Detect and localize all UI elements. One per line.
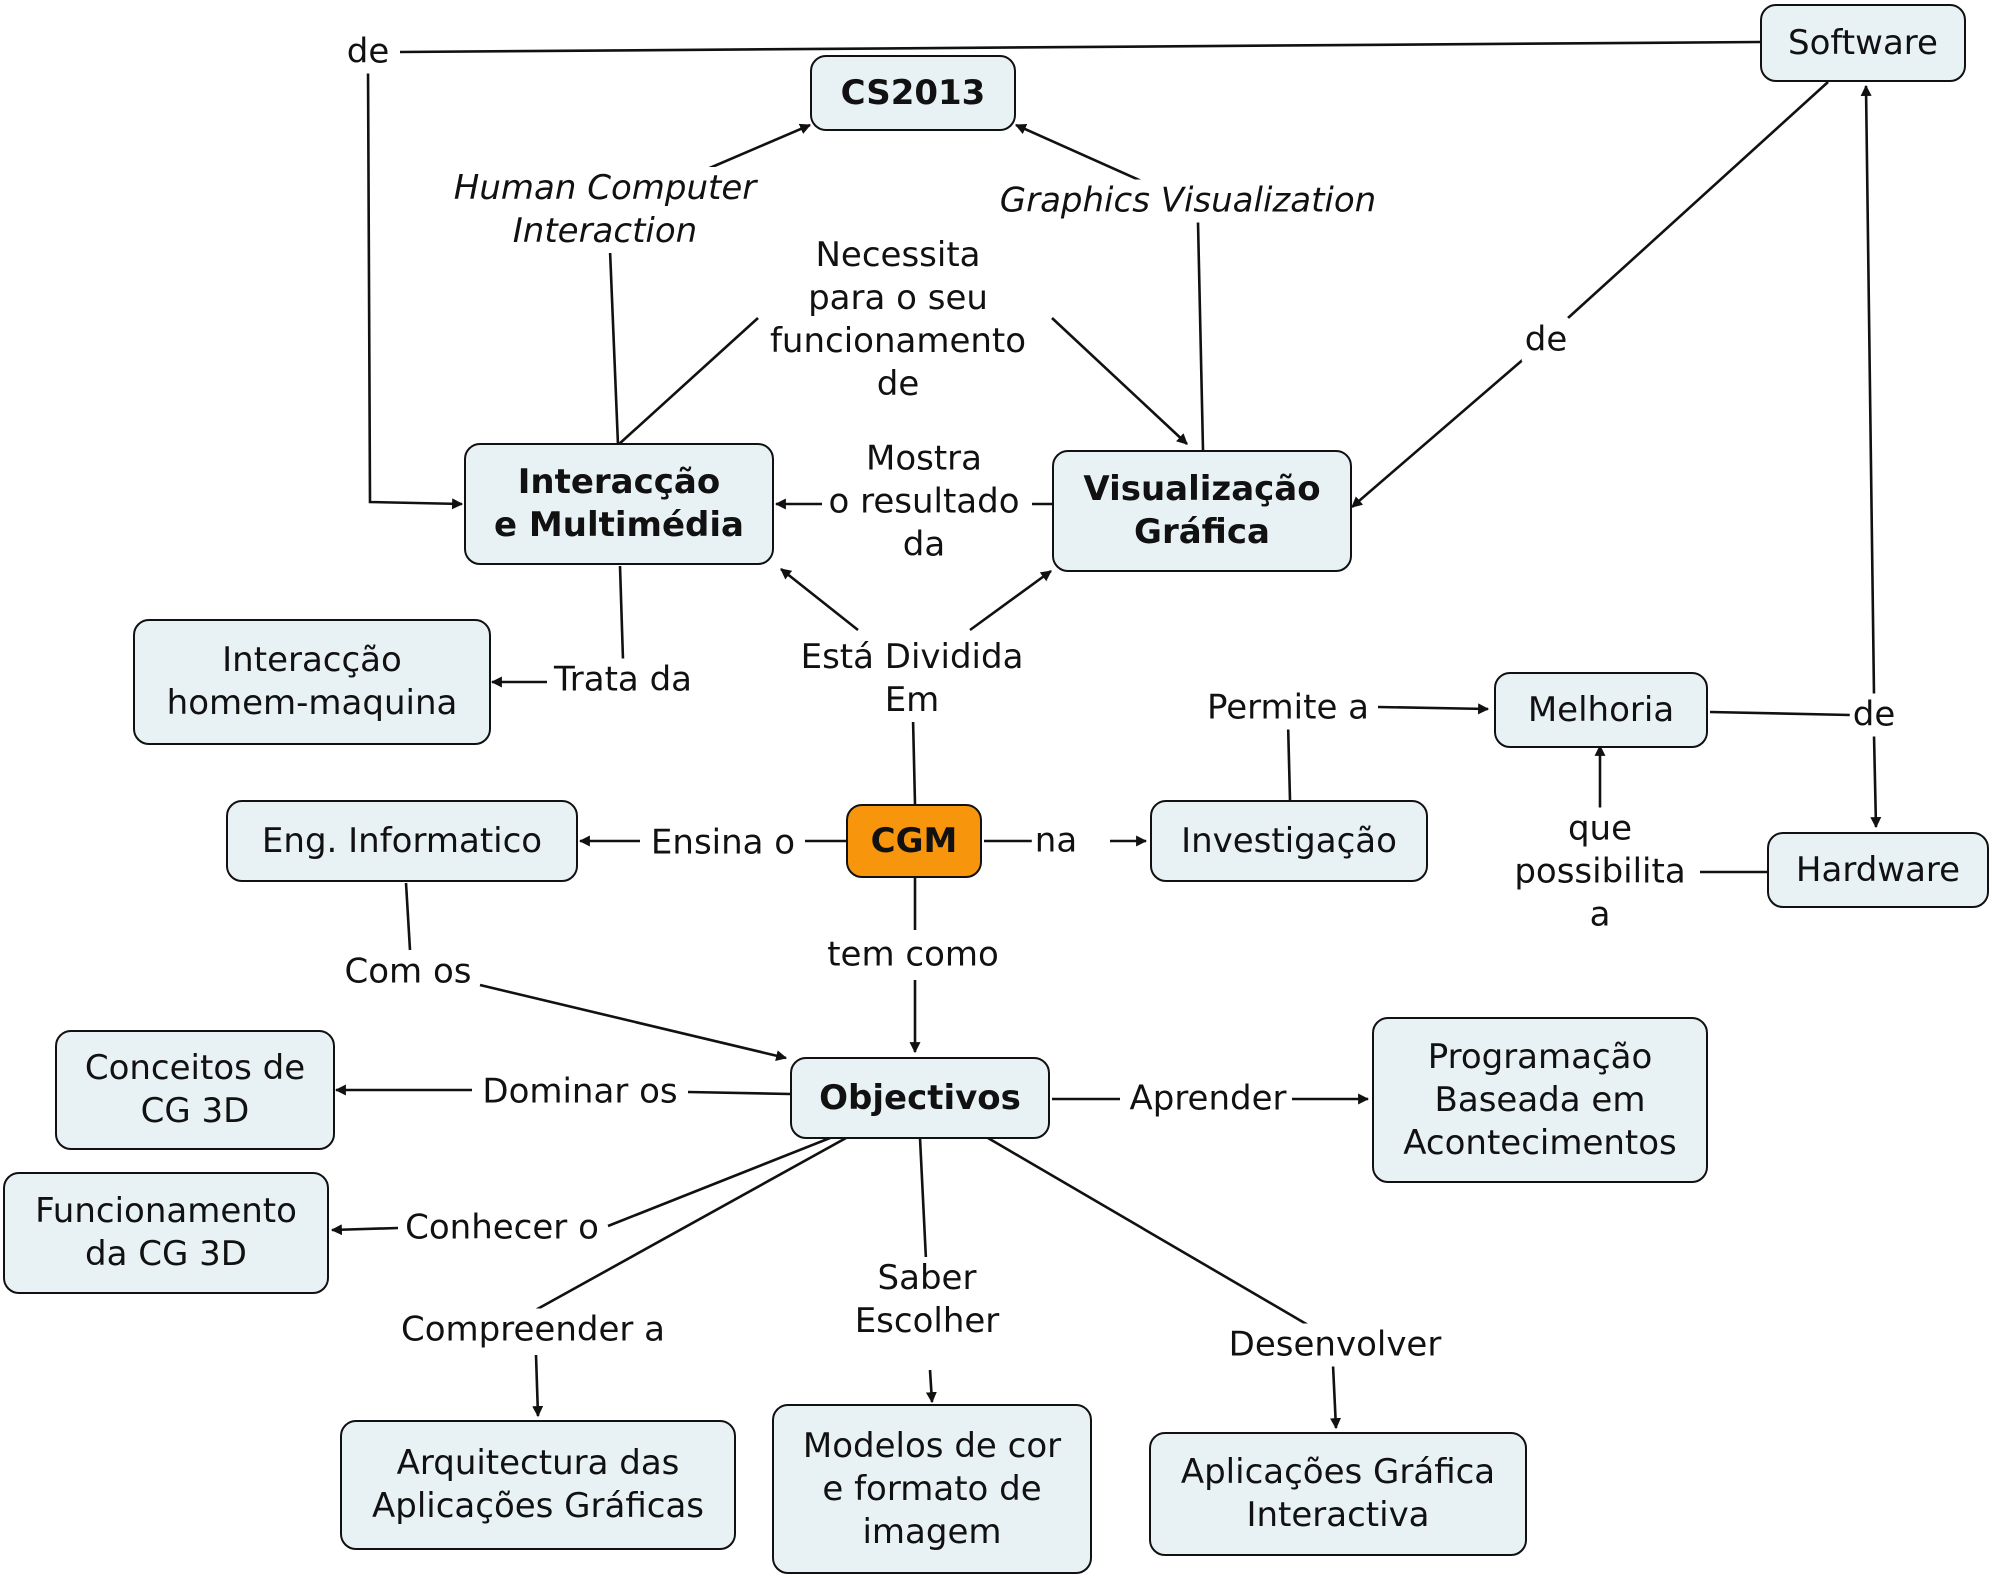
- link-na: na: [1031, 819, 1081, 863]
- link-de-software: de: [1521, 318, 1571, 362]
- link-esta-dividida: Está Dividida Em: [797, 636, 1027, 722]
- link-saber-escolher: Saber Escolher: [851, 1257, 1003, 1343]
- arrow-de-im: [366, 64, 464, 510]
- node-visualizacao-grafica[interactable]: Visualização Gráfica: [1052, 450, 1352, 572]
- arrow-desenvolver-apl: [1330, 1364, 1342, 1430]
- link-ensina-o: Ensina o: [647, 821, 799, 865]
- line-eng-comos: [404, 882, 412, 951]
- line-obj-conhecer: [607, 1136, 831, 1228]
- line-melhoria-de: [1709, 710, 1851, 717]
- node-hardware[interactable]: Hardware: [1767, 832, 1989, 908]
- arrow-permite-melhoria: [1377, 703, 1490, 715]
- line-im-hci: [608, 249, 620, 446]
- link-graphics-visualization: Graphics Visualization: [996, 179, 1380, 223]
- arrow-de-software: [1860, 84, 1876, 696]
- arrow-comos-obj: [479, 983, 788, 1062]
- line-obj-saber: [918, 1137, 928, 1261]
- node-investigacao[interactable]: Investigação: [1150, 800, 1428, 882]
- link-aprender: Aprender: [1126, 1077, 1290, 1121]
- link-permite-a: Permite a: [1203, 686, 1373, 730]
- link-trata-da: Trata da: [551, 658, 695, 702]
- line-obj-dominar: [687, 1090, 791, 1096]
- link-mostra-resultado: Mostra o resultado da: [825, 437, 1023, 567]
- link-compreender-a: Compreender a: [398, 1308, 668, 1352]
- link-tem-como: tem como: [824, 933, 1002, 977]
- line-inv-permite: [1286, 721, 1292, 801]
- node-arquitectura[interactable]: Arquitectura das Aplicações Gráficas: [340, 1420, 736, 1550]
- link-desenvolver: Desenvolver: [1225, 1323, 1445, 1367]
- line-im-necessita: [617, 317, 759, 446]
- arrow-necessita-vg: [1051, 317, 1188, 445]
- arrow-compreender-arq: [532, 1354, 544, 1418]
- arrow-saber-modelos: [925, 1369, 937, 1404]
- arrow-graphics-cs2013: [1014, 123, 1149, 186]
- node-funcionamento-cg-3d[interactable]: Funcionamento da CG 3D: [3, 1172, 329, 1294]
- link-human-computer-interaction: Human Computer Interaction: [450, 167, 760, 253]
- node-programacao[interactable]: Programação Baseada em Acontecimentos: [1372, 1017, 1708, 1183]
- node-software[interactable]: Software: [1760, 4, 1966, 82]
- link-necessita: Necessita para o seu funcionamento de: [766, 234, 1030, 406]
- node-objectivos[interactable]: Objectivos: [790, 1057, 1050, 1139]
- link-que-possibilita: que possibilita a: [1511, 807, 1689, 937]
- arrow-dividida-im: [780, 567, 859, 632]
- line-cgm-dividida: [911, 717, 917, 805]
- line-obj-compreender: [531, 1136, 847, 1314]
- line-im-trata: [618, 565, 625, 661]
- line-software-de: [399, 40, 1761, 54]
- line-software-de2: [1567, 81, 1829, 319]
- node-interaccao-multimedia[interactable]: Interacção e Multimédia: [464, 443, 774, 565]
- arrow-de-hardware: [1870, 734, 1882, 829]
- node-melhoria[interactable]: Melhoria: [1494, 672, 1708, 748]
- link-dominar-os: Dominar os: [479, 1070, 681, 1114]
- line-obj-desenvolver: [987, 1136, 1309, 1327]
- node-cs2013[interactable]: CS2013: [810, 55, 1016, 131]
- node-modelos-de-cor[interactable]: Modelos de cor e formato de imagem: [772, 1404, 1092, 1574]
- arrow-de-vg: [1351, 356, 1527, 508]
- node-conceitos-cg-3d[interactable]: Conceitos de CG 3D: [55, 1030, 335, 1150]
- node-interaccao-homem-maquina[interactable]: Interacção homem-maquina: [133, 619, 491, 745]
- link-conhecer-o: Conhecer o: [402, 1206, 602, 1250]
- arrow-hci-cs2013: [704, 123, 812, 172]
- node-eng-informatico[interactable]: Eng. Informatico: [226, 800, 578, 882]
- node-cgm[interactable]: CGM: [846, 804, 982, 878]
- link-com-os: Com os: [341, 950, 475, 994]
- arrow-dividida-vg: [969, 569, 1052, 632]
- link-de-hardware: de: [1849, 693, 1899, 737]
- line-vg-graphics: [1196, 221, 1205, 451]
- node-aplicacoes-grafica[interactable]: Aplicações Gráfica Interactiva: [1149, 1432, 1527, 1556]
- link-de-top: de: [343, 30, 393, 74]
- arrow-conhecer-func: [330, 1224, 399, 1236]
